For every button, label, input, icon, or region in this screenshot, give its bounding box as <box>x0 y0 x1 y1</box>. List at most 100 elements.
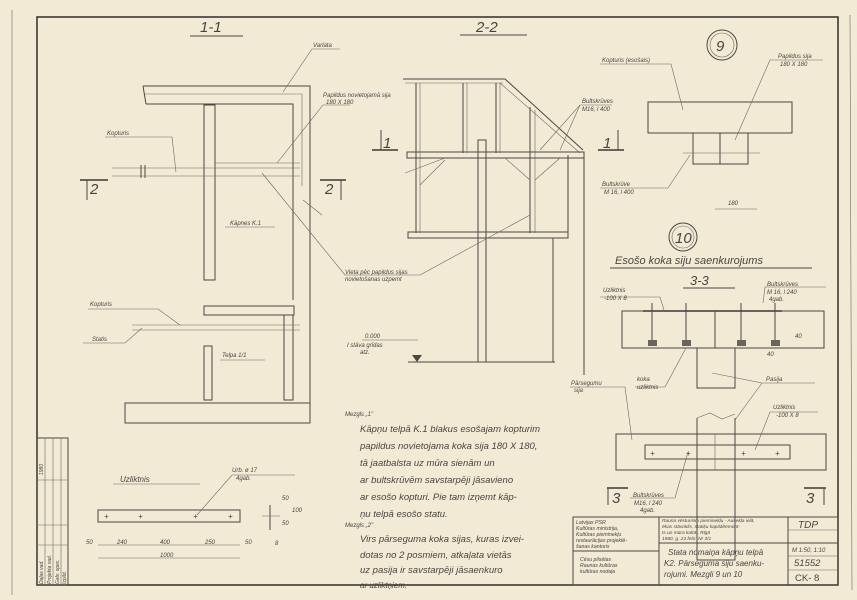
svg-text:+: + <box>228 512 233 521</box>
svg-text:Statis: Statis <box>92 337 107 343</box>
svg-text:Kopturis: Kopturis <box>90 302 112 308</box>
svg-text:+: + <box>686 449 691 458</box>
svg-text:atz.: atz. <box>360 350 370 356</box>
svg-text:Bultskrūves: Bultskrūves <box>582 99 613 105</box>
svg-text:sija: sija <box>574 388 584 394</box>
section-mark-2-left: 2 <box>80 179 108 200</box>
svg-text:50: 50 <box>282 521 289 527</box>
label-roof: Varlata <box>313 43 332 49</box>
svg-text:kultūras nodaļa: kultūras nodaļa <box>580 569 615 575</box>
svg-text:1000: 1000 <box>160 553 174 559</box>
svg-text:4gab.: 4gab. <box>640 508 655 514</box>
svg-text:+: + <box>741 449 746 458</box>
svg-text:Uzliktnis: Uzliktnis <box>603 288 625 294</box>
notes: Mezgls „1" Kāpņu telpā K.1 blakus esošaj… <box>345 412 540 590</box>
section-mark-2-right: 2 <box>320 179 346 200</box>
svg-text:1980. g. 23 febr. Nr 3/1: 1980. g. 23 febr. Nr 3/1 <box>662 536 711 542</box>
svg-text:Kāpņu telpā K.1 blakus esošaja: Kāpņu telpā K.1 blakus esošajam kopturim <box>360 424 540 435</box>
svg-text:Urb. ø 17: Urb. ø 17 <box>232 468 258 474</box>
svg-text:-100 X 8: -100 X 8 <box>604 296 627 302</box>
svg-text:Vieta pēc papildus sijas: Vieta pēc papildus sijas <box>345 270 408 276</box>
svg-text:180 X 180: 180 X 180 <box>780 62 808 68</box>
svg-text:10: 10 <box>675 230 692 247</box>
svg-text:9: 9 <box>716 38 725 55</box>
svg-text:Izpild.: Izpild. <box>62 571 68 584</box>
svg-text:ņu telpā esošo statu.: ņu telpā esošo statu. <box>360 509 448 520</box>
svg-text:240: 240 <box>116 540 128 546</box>
section-1-1-title: 1-1 <box>200 19 222 36</box>
svg-text:180 X 180: 180 X 180 <box>326 100 354 106</box>
svg-text:M16, l 240: M16, l 240 <box>634 501 663 507</box>
svg-text:Telpa 1/1: Telpa 1/1 <box>222 353 246 359</box>
svg-text:Kopturis: Kopturis <box>107 131 129 137</box>
svg-text:ar bultskrūvēm savstarpēji jās: ar bultskrūvēm savstarpēji jāsavieno <box>360 475 513 486</box>
svg-text:+: + <box>775 449 780 458</box>
svg-text:ar uzliktņiem.: ar uzliktņiem. <box>360 581 407 590</box>
edge-line <box>849 14 853 591</box>
svg-text:400: 400 <box>160 540 171 546</box>
svg-text:restaurācijas projektē-: restaurācijas projektē- <box>576 538 627 544</box>
svg-text:Latvijas PSR: Latvijas PSR <box>576 520 606 526</box>
sheet-frame <box>36 16 839 586</box>
svg-text:+: + <box>104 512 109 521</box>
svg-text:3: 3 <box>806 490 815 507</box>
svg-text:I stāva grīdas: I stāva grīdas <box>347 343 383 349</box>
svg-text:koka: koka <box>637 377 650 383</box>
svg-text:+: + <box>193 512 198 521</box>
svg-text:50: 50 <box>282 496 289 502</box>
svg-text:M 16, l 240: M 16, l 240 <box>767 290 797 296</box>
svg-text:40: 40 <box>795 334 802 340</box>
svg-text:+: + <box>650 449 655 458</box>
svg-text:Kopturis (esošais): Kopturis (esošais) <box>602 58 650 64</box>
svg-text:+: + <box>138 512 143 521</box>
svg-text:1: 1 <box>383 135 391 152</box>
svg-text:8: 8 <box>275 541 279 547</box>
svg-text:Pārsegumu: Pārsegumu <box>571 381 602 387</box>
svg-text:Kultūras pieminekļu: Kultūras pieminekļu <box>576 532 621 538</box>
svg-text:Rauna vēsturisko pieminekļu -: Rauna vēsturisko pieminekļu - Ausekļa ie… <box>662 518 755 524</box>
svg-text:3-3: 3-3 <box>690 273 710 288</box>
svg-text:šanas kantoris: šanas kantoris <box>576 544 610 550</box>
svg-text:2: 2 <box>89 181 99 198</box>
svg-text:M16, l 400: M16, l 400 <box>582 107 611 113</box>
svg-text:-100 X 8: -100 X 8 <box>776 413 799 419</box>
svg-text:3: 3 <box>612 490 621 507</box>
svg-text:Virs pārseguma koka sijas, kur: Virs pārseguma koka sijas, kuras izvei- <box>360 534 524 545</box>
svg-text:51552: 51552 <box>794 558 821 569</box>
svg-text:100: 100 <box>292 508 303 514</box>
svg-text:ts un mūra kaltāt. Rīgā: ts un mūra kaltāt. Rīgā <box>662 530 710 536</box>
svg-text:M 16, l 400: M 16, l 400 <box>604 190 634 196</box>
svg-text:dotas no 2 posmiem, atkaļata v: dotas no 2 posmiem, atkaļata vietās <box>360 550 512 561</box>
svg-text:40: 40 <box>767 352 774 358</box>
svg-text:Papildus sija: Papildus sija <box>778 54 812 60</box>
svg-text:Pasija: Pasija <box>766 377 783 383</box>
svg-text:ar esošo kopturi. Pie tam izņe: ar esošo kopturi. Pie tam izņemt kāp- <box>360 492 517 503</box>
svg-text:ēkas stāvoklis, statiķu kapitā: ēkas stāvoklis, statiķu kapitālremont- <box>662 524 741 530</box>
svg-text:Uzliktnis: Uzliktnis <box>773 405 795 411</box>
svg-text:2: 2 <box>324 181 334 198</box>
svg-text:4gab.: 4gab. <box>769 297 784 303</box>
detail-9: 9 Kopturis (esošais) Papildus sija 180 X… <box>600 29 823 210</box>
svg-text:2-2: 2-2 <box>475 19 498 36</box>
svg-text:180: 180 <box>728 201 739 207</box>
section-mark-3: 3 3 <box>607 487 826 507</box>
svg-text:50: 50 <box>245 540 252 546</box>
svg-text:Esošo koka siju saenkurojums: Esošo koka siju saenkurojums <box>615 255 763 267</box>
svg-text:Bultskrūves: Bultskrūves <box>633 493 664 499</box>
svg-text:Cēsu pilsētas: Cēsu pilsētas <box>580 557 612 563</box>
section-2-2: 2-2 1 1 Bultskrūves M16, l 400 0.000 I s… <box>347 19 624 375</box>
svg-text:rojumi. Mezgli 9 un 10: rojumi. Mezgli 9 un 10 <box>664 570 743 579</box>
svg-text:K2. Pārseguma siju saenku-: K2. Pārseguma siju saenku- <box>664 559 764 568</box>
uzliktnis-detail: Uzliktnis ++++ Urb. ø 17 4gab. 50 240 40… <box>86 468 303 559</box>
svg-text:Kāpnes K.1: Kāpnes K.1 <box>230 221 261 227</box>
svg-text:Projekta vad.: Projekta vad. <box>47 555 53 584</box>
svg-text:1: 1 <box>603 135 611 152</box>
svg-text:Stata nomaiņa kāpņu telpā: Stata nomaiņa kāpņu telpā <box>668 548 764 557</box>
svg-text:0.000: 0.000 <box>365 334 381 340</box>
svg-text:Bultskrūves: Bultskrūves <box>767 282 798 288</box>
svg-text:Raunas kultūras: Raunas kultūras <box>580 563 618 569</box>
section-1-1: 1-1 2 2 Varlata Papildus novietojamā sij… <box>80 19 420 424</box>
svg-text:4gab.: 4gab. <box>236 476 251 482</box>
